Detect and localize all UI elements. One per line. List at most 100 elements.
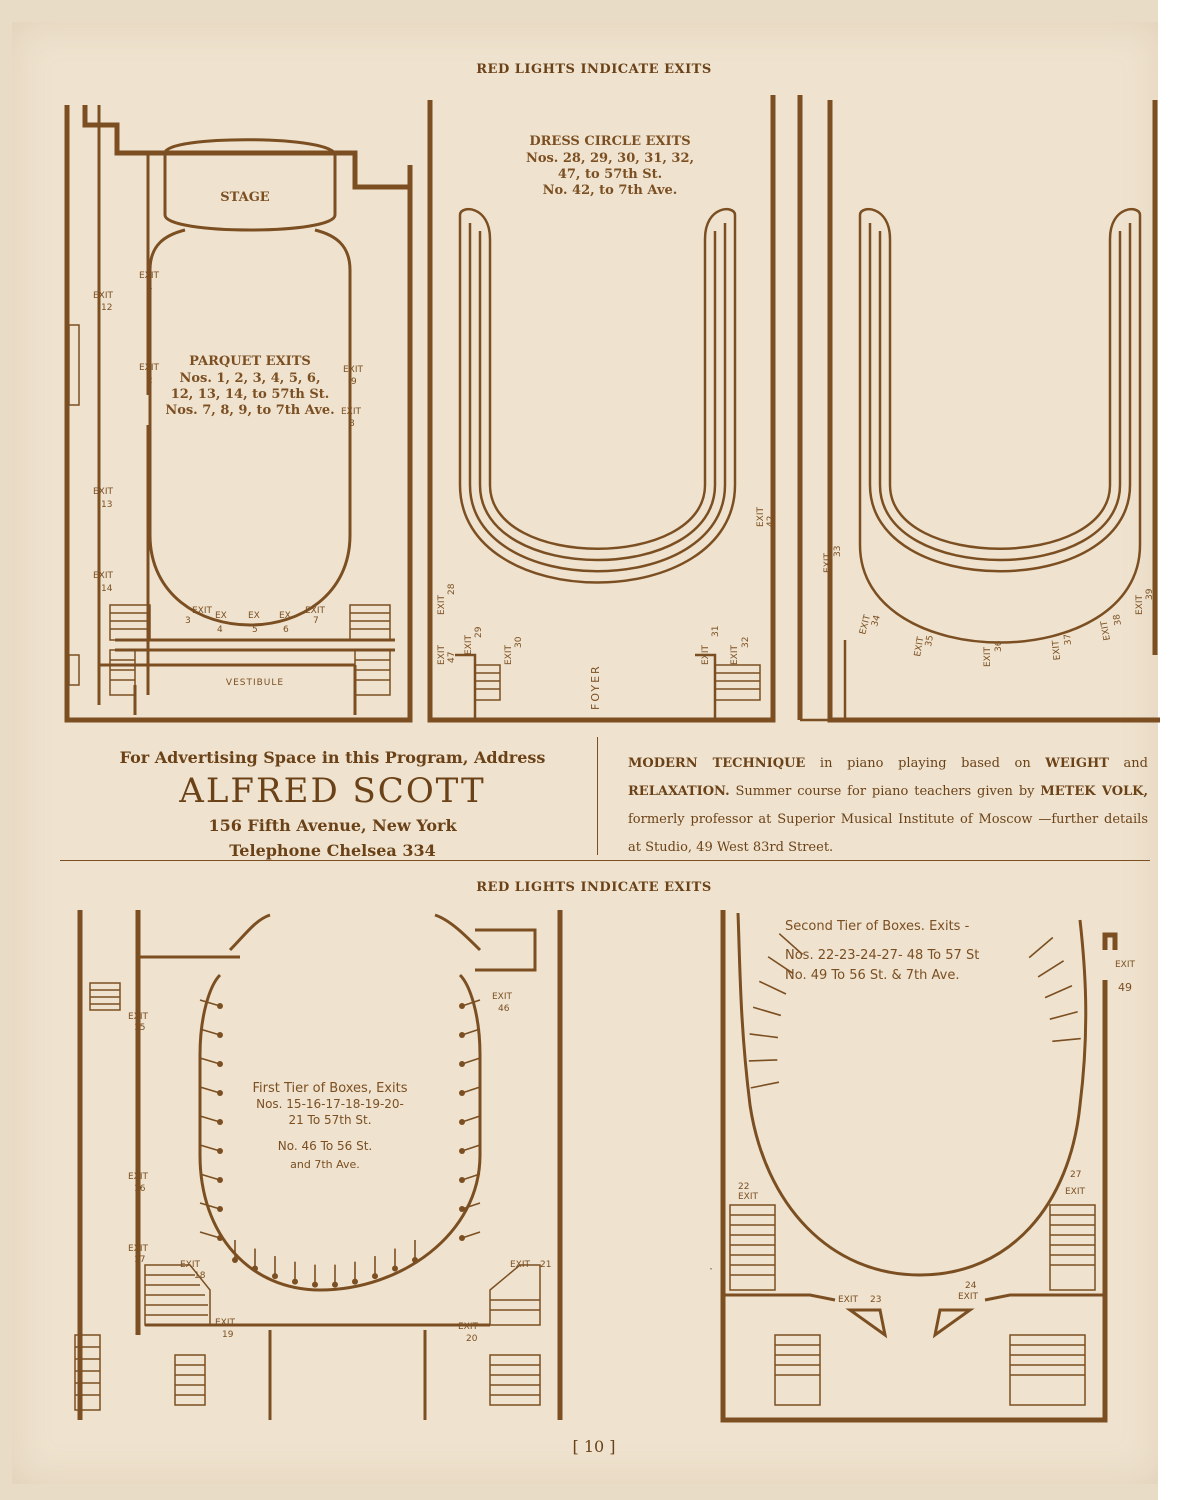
exit-number: 8 bbox=[349, 419, 355, 429]
box-partition bbox=[752, 1006, 782, 1017]
advert-modern-technique: MODERN TECHNIQUE in piano playing based … bbox=[628, 750, 1148, 862]
exit-label: EXIT bbox=[128, 1012, 149, 1022]
exit-number: 3 bbox=[185, 616, 191, 626]
box-marker bbox=[272, 1273, 278, 1280]
stage-label: STAGE bbox=[220, 190, 270, 205]
box-marker bbox=[332, 1281, 338, 1288]
exit-label: EXIT bbox=[701, 644, 711, 665]
box-partition bbox=[461, 1057, 481, 1065]
box-marker bbox=[459, 1032, 465, 1038]
advert-alfred-scott: For Advertising Space in this Program, A… bbox=[70, 742, 595, 863]
parquet-line1: Nos. 1, 2, 3, 4, 5, 6, bbox=[180, 371, 321, 386]
exit-label: EX bbox=[248, 611, 260, 621]
exit-label: EXIT bbox=[437, 644, 447, 665]
exit-label: EXIT bbox=[93, 291, 114, 301]
box-partition bbox=[461, 1202, 481, 1210]
exit-label: EXIT bbox=[93, 571, 114, 581]
middle-heading: RED LIGHTS INDICATE EXITS bbox=[476, 880, 712, 895]
exit-number: 46 bbox=[498, 1004, 510, 1014]
exit-label: EXIT bbox=[492, 992, 513, 1002]
exit-label: EXIT bbox=[1051, 639, 1063, 660]
first-tier-line3: 21 To 57th St. bbox=[288, 1113, 371, 1127]
box-partition bbox=[1037, 960, 1065, 978]
exit-label: EXIT bbox=[756, 506, 766, 527]
box-partition bbox=[199, 999, 221, 1007]
exit-number: 49 bbox=[1118, 981, 1132, 994]
box-marker bbox=[217, 1003, 223, 1009]
exit-number: 18 bbox=[194, 1271, 206, 1281]
first-tier-plan: First Tier of Boxes, Exits Nos. 15-16-17… bbox=[74, 910, 563, 1420]
second-tier-plan: Second Tier of Boxes. Exits - Nos. 22-23… bbox=[710, 910, 1136, 1423]
ad-bold: WEIGHT bbox=[1045, 756, 1109, 771]
exit-number: 38 bbox=[1112, 613, 1124, 626]
box-ticks bbox=[748, 933, 1081, 1089]
advert-name: ALFRED SCOTT bbox=[179, 771, 486, 811]
advert-intro: For Advertising Space in this Program, A… bbox=[119, 748, 546, 767]
vestibule-label: VESTIBULE bbox=[226, 678, 284, 688]
parquet-line3: Nos. 7, 8, 9, to 7th Ave. bbox=[165, 403, 334, 418]
exit-number: 28 bbox=[447, 583, 457, 595]
advert-address: 156 Fifth Avenue, New York bbox=[208, 816, 457, 835]
exit-number: 5 bbox=[252, 625, 258, 635]
exit-number: 36 bbox=[994, 640, 1004, 652]
box-marker bbox=[459, 1148, 465, 1154]
exit-label: EXIT bbox=[128, 1244, 149, 1254]
exit-number: 23 bbox=[870, 1295, 881, 1305]
ad-bold: METEK VOLK, bbox=[1040, 784, 1148, 799]
second-tier-line1: Second Tier of Boxes. Exits - bbox=[785, 919, 970, 934]
box-ticks bbox=[199, 999, 481, 1288]
first-tier-line4: No. 46 To 56 St. bbox=[278, 1139, 373, 1153]
divider bbox=[60, 860, 1150, 861]
exit-label: EXIT bbox=[1100, 619, 1113, 641]
box-marker bbox=[217, 1032, 223, 1038]
box-partition bbox=[199, 1115, 221, 1123]
box-partition bbox=[461, 1231, 481, 1239]
box-marker bbox=[232, 1257, 238, 1263]
box-partition bbox=[461, 1086, 481, 1094]
exit-label: EX bbox=[215, 611, 227, 621]
parquet-floor-plan: STAGE VESTIBULE PARQUET EXITS Nos. 1, 2,… bbox=[64, 105, 413, 723]
second-tier-line3: No. 49 To 56 St. & 7th Ave. bbox=[785, 968, 959, 983]
parquet-title: PARQUET EXITS bbox=[189, 354, 311, 369]
box-partition bbox=[199, 1028, 221, 1036]
exit-number: 33 bbox=[833, 546, 843, 557]
box-partition bbox=[461, 1115, 481, 1123]
exit-label: EXIT bbox=[192, 606, 213, 616]
exit-number: 20 bbox=[466, 1334, 478, 1344]
box-marker bbox=[217, 1119, 223, 1125]
exit-number: 31 bbox=[711, 626, 721, 637]
box-partition bbox=[750, 1081, 780, 1089]
exit-number: 9 bbox=[351, 377, 357, 387]
exit-number: 13 bbox=[101, 500, 112, 510]
box-marker bbox=[459, 1177, 465, 1183]
exit-label: EXIT bbox=[983, 646, 993, 667]
exit-label: EXIT bbox=[958, 1292, 979, 1302]
exit-label: EXIT bbox=[341, 407, 362, 417]
dress-circle-line3: No. 42, to 7th Ave. bbox=[543, 183, 678, 198]
exit-number: 22 bbox=[738, 1182, 749, 1192]
box-marker bbox=[217, 1235, 223, 1241]
exit-label: EXIT bbox=[343, 365, 364, 375]
exit-label: EXIT bbox=[1115, 960, 1136, 970]
box-partition bbox=[461, 1173, 481, 1181]
exit-label: EXIT bbox=[1065, 1187, 1086, 1197]
dress-circle-line1: Nos. 28, 29, 30, 31, 32, bbox=[526, 151, 694, 166]
divider bbox=[597, 737, 598, 855]
box-partition bbox=[199, 1231, 221, 1239]
top-heading: RED LIGHTS INDICATE EXITS bbox=[476, 62, 712, 77]
exit-number: 34 bbox=[870, 614, 883, 628]
box-marker bbox=[292, 1278, 298, 1285]
dress-circle-plan: DRESS CIRCLE EXITS Nos. 28, 29, 30, 31, … bbox=[427, 95, 1160, 723]
box-marker bbox=[217, 1090, 223, 1096]
exit-number: 37 bbox=[1063, 633, 1074, 645]
box-partition bbox=[1028, 936, 1054, 959]
exit-label: EXIT bbox=[510, 1260, 531, 1270]
box-partition bbox=[1049, 1010, 1078, 1020]
exit-label: EXIT bbox=[823, 552, 833, 573]
exit-label: EXIT bbox=[437, 594, 447, 615]
exit-label: EXIT bbox=[838, 1295, 859, 1305]
box-marker bbox=[217, 1148, 223, 1154]
exit-label: EXIT bbox=[139, 363, 160, 373]
exit-number: 39 bbox=[1145, 588, 1155, 600]
ad-text: formerly professor at Superior Musical I… bbox=[628, 812, 1148, 855]
